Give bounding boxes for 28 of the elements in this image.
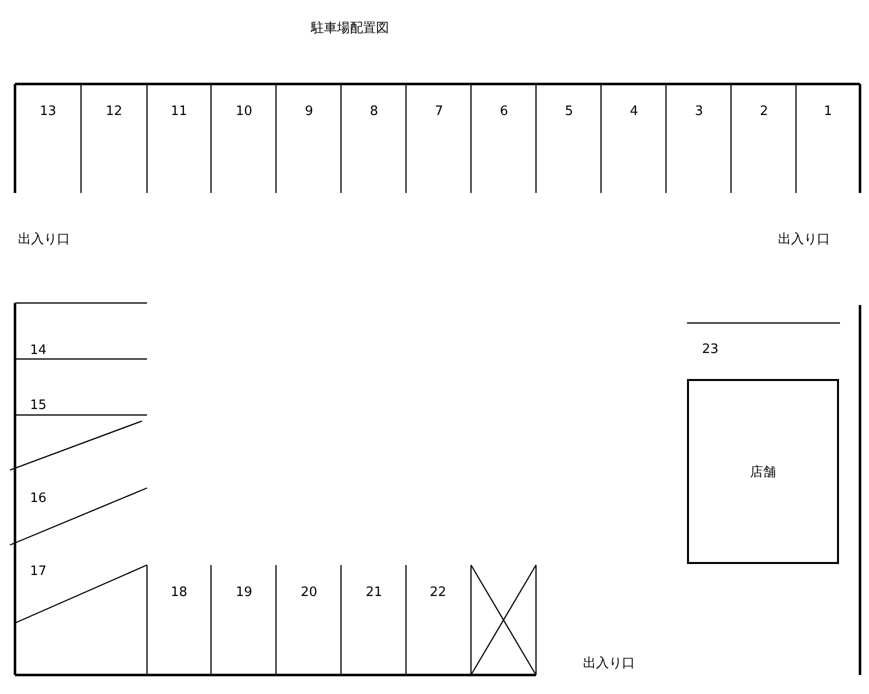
space-number: 14 (30, 343, 47, 359)
space-number: 3 (694, 104, 704, 120)
space-number: 13 (40, 104, 56, 120)
space-number: 7 (434, 104, 444, 120)
space-number: 6 (500, 104, 508, 120)
space-number: 17 (30, 564, 47, 580)
space-number: 1 (824, 104, 832, 120)
entrance-label: 出入り口 (778, 232, 830, 248)
space-number: 8 (370, 104, 378, 120)
space-number: 16 (30, 491, 47, 507)
space-number: 20 (300, 585, 318, 601)
entrance-label: 出入り口 (583, 656, 635, 672)
space-number: 22 (430, 585, 446, 601)
store-box: 店舗 (687, 379, 839, 564)
space-number: 19 (236, 585, 252, 601)
space-number: 2 (760, 104, 768, 120)
space-number: 15 (30, 398, 47, 414)
entrance-label: 出入り口 (18, 232, 70, 248)
space-number: 4 (630, 104, 638, 120)
space-number: 18 (170, 585, 188, 601)
space-number: 11 (170, 104, 188, 120)
title: 駐車場配置図 (311, 21, 389, 37)
space-number: 21 (366, 585, 382, 601)
space-number: 9 (304, 104, 314, 120)
space-number: 5 (564, 104, 574, 120)
space-number: 12 (106, 104, 122, 120)
space-number: 10 (236, 104, 252, 120)
space-number: 23 (702, 342, 719, 358)
